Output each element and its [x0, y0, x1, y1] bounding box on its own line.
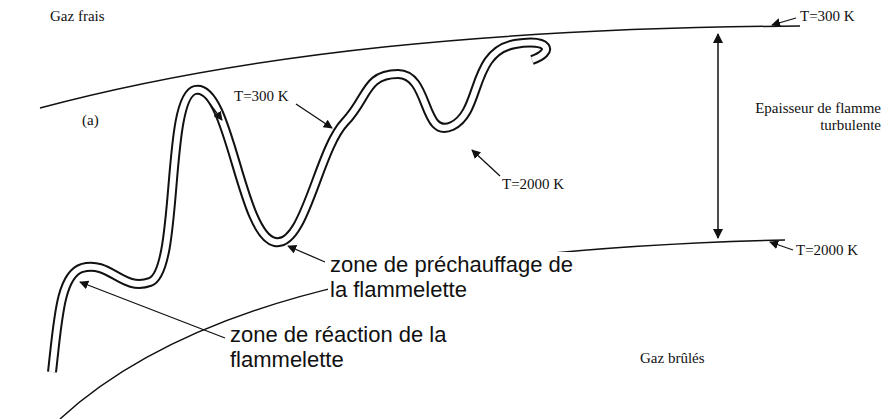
- leader-arrow: [472, 150, 500, 176]
- thickness-arrow: [717, 34, 719, 238]
- leader-arrow: [772, 18, 796, 25]
- zone-label: zone de réaction de la flammelette: [228, 322, 462, 373]
- leader-arrow: [770, 242, 793, 250]
- leader-arrow: [288, 246, 325, 262]
- leader-arrow: [210, 104, 222, 120]
- temperature-label: T=2000 K: [796, 242, 858, 259]
- leader-arrow: [80, 282, 225, 338]
- figure-tag: (a): [82, 112, 99, 129]
- thickness-label: Epaisseur de flamme turbulente: [736, 100, 881, 135]
- region-label: Gaz brûlés: [640, 350, 705, 367]
- temperature-label: T=300 K: [800, 8, 855, 25]
- burnt-gas-boundary: [60, 240, 785, 419]
- zone-label: zone de préchauffage de la flammelette: [328, 252, 582, 303]
- temperature-label: T=2000 K: [500, 176, 566, 193]
- temperature-label: T=300 K: [232, 88, 291, 105]
- flamelet: [52, 43, 546, 372]
- region-label: Gaz frais: [50, 8, 105, 25]
- leader-arrow: [296, 104, 332, 128]
